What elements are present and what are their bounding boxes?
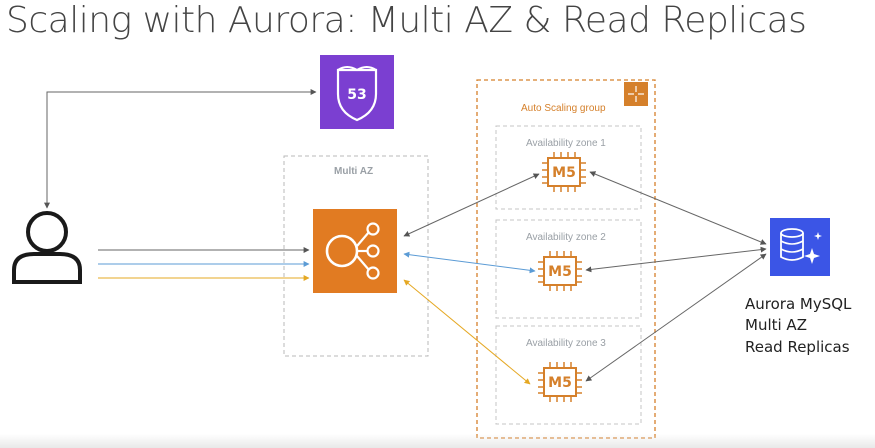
aurora-label-line-1: Aurora MySQL [745, 295, 852, 313]
route53-icon: 53 [320, 55, 394, 129]
ec2-instance-az1: M5 [542, 152, 586, 192]
aurora-database-icon [770, 218, 830, 276]
aurora-label-line-3: Read Replicas [745, 338, 850, 356]
availability-zone-1-box [495, 125, 642, 210]
user-to-route53-arrow [46, 89, 317, 197]
elb-to-ec2-az1-arrow [403, 173, 540, 237]
ec2-instance-icon [542, 152, 586, 192]
availability-zone-2-label: Availability zone 2 [526, 232, 606, 243]
availability-zone-3-label: Availability zone 3 [526, 338, 606, 349]
elb-to-ec2-az2-arrow [403, 251, 536, 274]
elb-to-ec2-az3-arrow [403, 279, 531, 385]
ec2-instance-az2: M5 [538, 251, 582, 291]
ec2-az3-to-aurora-arrow [585, 253, 767, 382]
ec2-instance-icon [538, 251, 582, 291]
ec2-az2-to-aurora-arrow [585, 246, 767, 273]
ec2-az1-label: M5 [552, 165, 576, 181]
route53-label: 53 [347, 87, 366, 103]
auto-scaling-group-label: Auto Scaling group [521, 103, 606, 114]
auto-scaling-icon [624, 82, 648, 106]
multi-az-label: Multi AZ [334, 166, 373, 177]
ec2-az2-label: M5 [548, 264, 572, 280]
aurora-label-line-2: Multi AZ [745, 316, 807, 334]
page-title: Scaling with Aurora: Multi AZ & Read Rep… [6, 0, 807, 41]
ec2-instance-az3: M5 [538, 362, 582, 402]
multi-az-box [283, 155, 429, 357]
ec2-instance-icon [538, 362, 582, 402]
ec2-az1-to-aurora-arrow [589, 171, 767, 245]
availability-zone-1-label: Availability zone 1 [526, 138, 606, 149]
load-balancer-icon [313, 209, 397, 293]
bottom-shadow [0, 434, 875, 448]
ec2-az3-label: M5 [548, 375, 572, 391]
user-icon [12, 211, 82, 284]
